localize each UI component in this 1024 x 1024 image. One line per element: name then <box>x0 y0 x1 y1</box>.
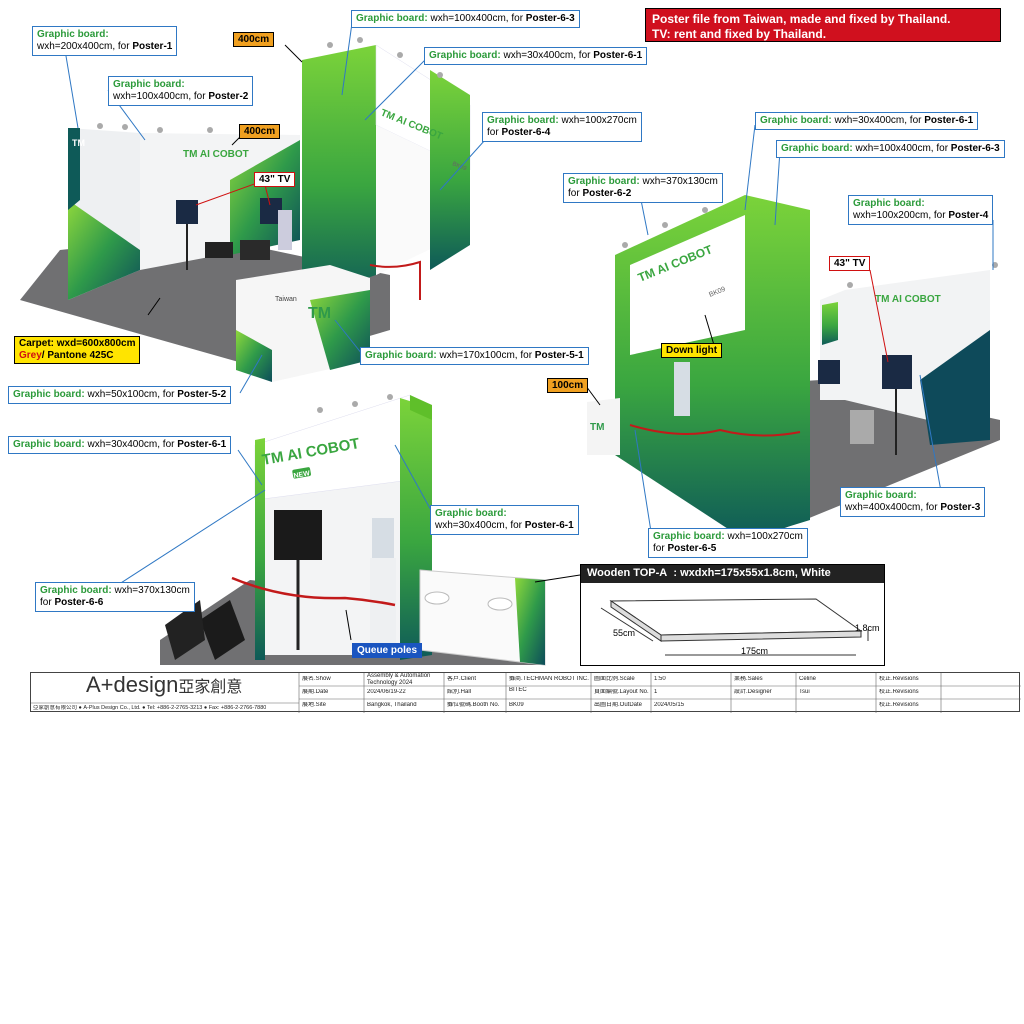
callout-poster-6-4: Graphic board: wxh=100x270cm for Poster-… <box>482 112 642 142</box>
callout-poster-6-5: Graphic board: wxh=100x270cm for Poster-… <box>648 528 808 558</box>
downlight-tag: Down light <box>661 343 723 358</box>
booth-b-counter <box>587 398 620 455</box>
booth-c-queue-rope <box>231 576 396 607</box>
callout-poster-3: Graphic board: wxh=400x400cm, for Poster… <box>840 487 986 517</box>
queue-poles-tag: Queue poles <box>352 643 423 658</box>
tb-exhibitor: 攤商.TECHMAN ROBOT INC. <box>509 676 589 682</box>
tb-client-key: 客戶.Client <box>447 676 477 682</box>
callout-poster-6-3-b: Graphic board: wxh=100x400cm, for Poster… <box>776 140 1005 158</box>
tb-layout-value: 1 <box>654 689 658 695</box>
booth-b-queue-rope <box>629 424 801 437</box>
tv-tag-b: 43" TV <box>829 256 871 271</box>
tb-booth-key: 攤位號碼.Booth No. <box>447 702 500 708</box>
wooden-dim-1-8: 1.8cm <box>855 623 880 633</box>
booth-b-brochure-rack <box>850 410 874 444</box>
booth-c-water <box>372 518 394 558</box>
callout-poster-6-2: Graphic board: wxh=370x130cm for Poster-… <box>563 173 723 203</box>
tb-client-value: BITEC <box>509 687 527 693</box>
callout-poster-5-2: Graphic board: wxh=50x100cm, for Poster-… <box>8 386 232 404</box>
tb-rev-3: 校正.Revisions <box>879 702 919 708</box>
booth-c-render: TM AI COBOT NEW <box>160 394 546 666</box>
carpet-tag: Carpet: wxd=600x800cm Grey/ Pantone 425C <box>14 336 141 364</box>
wooden-top-title: Wooden TOP-A : wxdxh=175x55x1.8cm, White <box>581 565 884 583</box>
booth-a-brand: TM AI COBOT <box>183 149 249 160</box>
tb-date-key: 展期.Date <box>302 689 329 695</box>
height-tag-400-b: 400cm <box>239 124 281 139</box>
tb-date-value: 2024/06/19-22 <box>367 689 406 695</box>
tb-site-value: Bangkok, Thailand <box>367 702 417 708</box>
tb-sales-key: 業務.Sales <box>734 676 763 682</box>
wooden-top-detail: Wooden TOP-A : wxdxh=175x55x1.8cm, White… <box>580 564 885 666</box>
booth-a-logo: TM <box>72 138 85 148</box>
booth-renders: TM AI COBOT TM TM AI COBOT BK09 Taiwan T… <box>20 22 1000 666</box>
svg-text:TM: TM <box>590 422 604 433</box>
tb-outdate-value: 2024/05/15 <box>654 702 685 708</box>
production-note: Poster file from Taiwan, made and fixed … <box>645 8 1001 42</box>
callout-poster-5-1: Graphic board: wxh=170x100cm, for Poster… <box>360 347 589 365</box>
booth-a-queue-rope <box>369 260 421 300</box>
tb-show-value: Assembly & Automation Technology 2024 <box>367 673 431 686</box>
booth-b-brand: TM AI COBOT <box>875 294 941 305</box>
title-block: A+design亞家創意 亞家創意有限公司 ● A-Plus Design Co… <box>30 672 1021 713</box>
booth-b-water <box>674 362 690 416</box>
tb-scale-value: 1:50 <box>654 676 666 682</box>
note-line-2: TV: rent and fixed by Thailand. <box>652 27 827 41</box>
wooden-top-drawing <box>600 598 869 656</box>
tv-tag-a: 43" TV <box>254 172 296 187</box>
booth-a-water <box>278 210 292 250</box>
booth-c-chairs <box>200 600 245 660</box>
booth-a-counter-logo: TM <box>308 305 331 322</box>
booth-b-tv <box>882 355 912 389</box>
tb-designer-key: 設計.Designer <box>734 689 772 695</box>
tb-outdate-key: 出圖日期.OutDate <box>594 702 643 708</box>
tb-site-key: 展地.Site <box>302 702 327 708</box>
booth-c-portal-left <box>255 438 265 660</box>
company-logo: A+design亞家創意 <box>86 672 243 697</box>
callout-poster-6-1-d: Graphic board: wxh=30x400cm, for Poster-… <box>430 505 579 535</box>
booth-a-taiwan: Taiwan <box>275 296 297 303</box>
callout-poster-2: Graphic board: wxh=100x400cm, for Poster… <box>108 76 254 106</box>
callout-poster-6-1-b: Graphic board: wxh=30x400cm, for Poster-… <box>755 112 979 130</box>
booth-a-portal-left <box>302 45 376 300</box>
booth-a-tv-2 <box>260 198 282 224</box>
tb-hall-key: 館別.Hall <box>447 689 472 695</box>
callout-poster-4: Graphic board: wxh=100x200cm, for Poster… <box>848 195 994 225</box>
booth-a-chairs <box>205 242 233 258</box>
tb-rev-2: 校正.Revisions <box>879 689 919 695</box>
callout-poster-6-3-a: Graphic board: wxh=100x400cm, for Poster… <box>351 10 580 28</box>
callout-poster-6-1-a: Graphic board: wxh=30x400cm, for Poster-… <box>424 47 648 65</box>
leader-lines <box>64 22 994 591</box>
height-tag-100: 100cm <box>547 378 589 393</box>
callout-poster-6-6: Graphic board: wxh=370x130cm for Poster-… <box>35 582 195 612</box>
tb-sales-value: Celine <box>799 676 817 682</box>
booth-a-tv-1 <box>176 200 198 224</box>
tb-designer-value: Tsui <box>799 689 810 695</box>
wooden-dim-55: 55cm <box>613 628 636 638</box>
company-info: 亞家創意有限公司 ● A-Plus Design Co., Ltd. ● Tel… <box>33 705 267 711</box>
callout-poster-6-1-c: Graphic board: wxh=30x400cm, for Poster-… <box>8 436 232 454</box>
tb-scale-key: 圖面比例.Scale <box>594 676 635 682</box>
callout-poster-1: Graphic board: wxh=200x400cm, for Poster… <box>32 26 178 56</box>
svg-text:BK09: BK09 <box>451 161 467 172</box>
wooden-dim-175: 175cm <box>741 646 769 656</box>
booth-c-tv-stand <box>274 510 322 560</box>
booth-b-render: TM AI COBOT TM AI COBOT BK09 TM <box>587 195 1000 540</box>
note-line-1: Poster file from Taiwan, made and fixed … <box>652 12 951 26</box>
booth-a-portal-right <box>430 70 470 270</box>
tb-layout-key: 頁面編號.Layout No. <box>594 689 649 695</box>
height-tag-400-a: 400cm <box>233 32 275 47</box>
booth-a-render: TM AI COBOT TM TM AI COBOT BK09 Taiwan T… <box>20 37 471 382</box>
tb-booth-value: BK09 <box>509 702 524 708</box>
booth-b-portal-right <box>745 195 810 540</box>
tb-show-key: 展名.Show <box>302 676 331 682</box>
tb-rev-1: 校正.Revisions <box>879 676 919 682</box>
svg-text:NEW: NEW <box>293 470 311 480</box>
